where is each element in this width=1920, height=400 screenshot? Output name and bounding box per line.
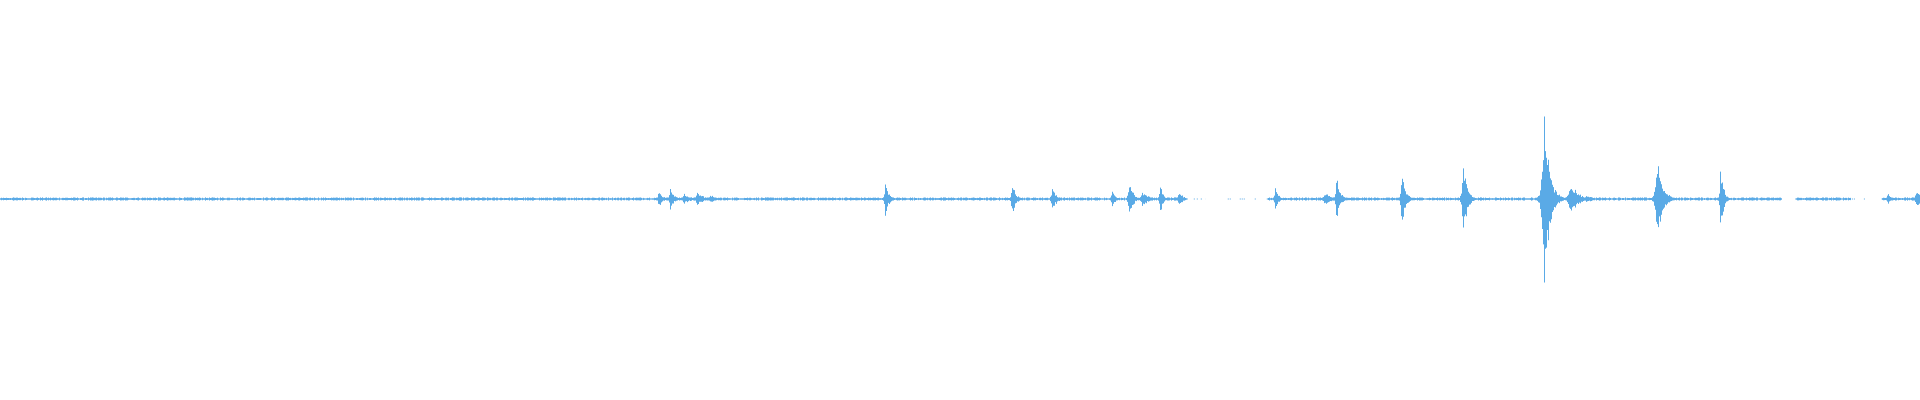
waveform-dot — [1196, 198, 1198, 200]
waveform-dot — [1241, 198, 1243, 200]
waveform-dot — [1853, 198, 1855, 200]
waveform-dot — [1254, 198, 1256, 200]
waveform-event — [1009, 188, 1023, 212]
waveform-event — [1398, 178, 1414, 220]
waveform-event — [1459, 168, 1478, 228]
waveform-event — [1333, 180, 1349, 216]
waveform-event — [1582, 196, 1599, 202]
waveform-event — [1109, 191, 1120, 207]
waveform-dot — [1863, 198, 1865, 200]
waveform-event — [882, 184, 894, 216]
waveform-dot — [1243, 198, 1245, 200]
waveform-dot — [1851, 198, 1853, 200]
waveform-dot — [1186, 198, 1188, 200]
waveform-gap — [1180, 197, 1206, 201]
waveform-event — [1177, 194, 1187, 204]
waveform-event — [1273, 188, 1283, 209]
waveform-event — [708, 195, 720, 202]
waveform-event — [1886, 194, 1895, 204]
waveform-dot — [1227, 198, 1229, 200]
waveform-gap — [1781, 197, 1796, 201]
waveform-event — [656, 193, 668, 205]
waveform-event — [1913, 193, 1920, 205]
waveform-event — [1157, 187, 1169, 210]
waveform-gap — [1872, 197, 1882, 201]
waveform-gap — [1850, 197, 1872, 201]
waveform-dot — [1239, 198, 1241, 200]
waveform-event — [1139, 192, 1156, 206]
waveform-gap — [1205, 197, 1268, 201]
waveform-dot — [1193, 198, 1195, 200]
waveform-dot — [1266, 198, 1268, 200]
waveform-event — [1050, 189, 1063, 208]
waveform-samples — [0, 116, 1920, 283]
waveform-dot — [1229, 198, 1231, 200]
waveform-event — [667, 188, 681, 210]
waveform-dot — [1200, 198, 1202, 200]
waveform-event — [1651, 166, 1679, 228]
waveform-event — [1717, 171, 1731, 223]
